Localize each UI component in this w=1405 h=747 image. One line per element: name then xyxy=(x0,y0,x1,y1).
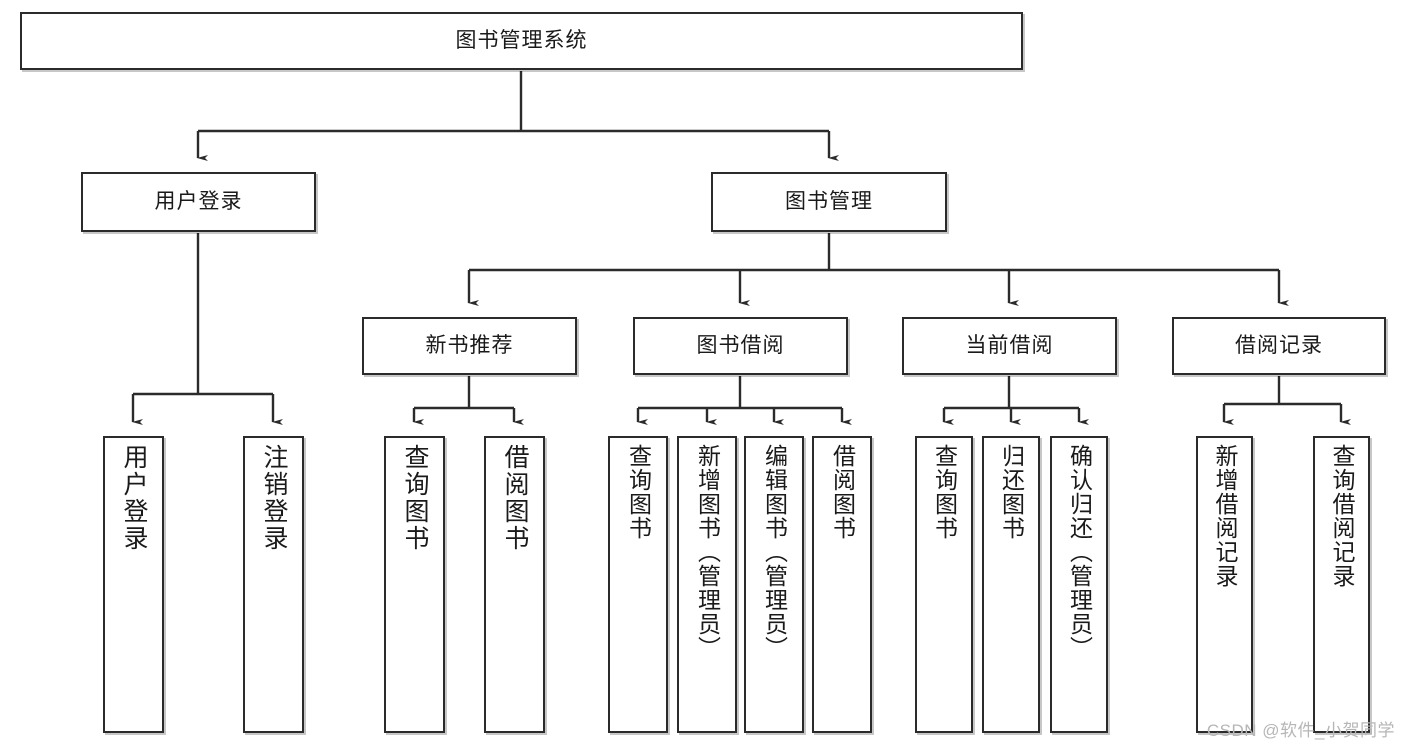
leaf-query-book-2[interactable]: 查询图书 xyxy=(608,436,668,733)
leaf-user-login-label: 用户登录 xyxy=(120,444,148,552)
node-borrow-record-label: 借阅记录 xyxy=(1235,333,1323,357)
leaf-return-book-label: 归还图书 xyxy=(998,444,1025,540)
leaf-confirm-return-admin-label: 确认归还（管理员） xyxy=(1066,444,1093,660)
leaf-borrow-book-2-label: 借阅图书 xyxy=(829,444,856,540)
node-user-login-label: 用户登录 xyxy=(154,189,243,213)
leaf-borrow-book-1[interactable]: 借阅图书 xyxy=(484,436,545,733)
leaf-query-borrow-record-label: 查询借阅记录 xyxy=(1329,444,1355,588)
node-book-borrow-label: 图书借阅 xyxy=(696,333,785,357)
node-book-manage-label: 图书管理 xyxy=(785,189,873,213)
leaf-borrow-book-2[interactable]: 借阅图书 xyxy=(812,436,872,733)
leaf-query-book-1-label: 查询图书 xyxy=(401,444,429,552)
node-current-borrow-label: 当前借阅 xyxy=(965,333,1054,357)
node-new-book-recommend[interactable]: 新书推荐 xyxy=(362,317,577,375)
leaf-query-book-3-label: 查询图书 xyxy=(931,444,958,540)
node-root-label: 图书管理系统 xyxy=(455,28,588,52)
leaf-confirm-return-admin[interactable]: 确认归还（管理员） xyxy=(1050,436,1108,733)
node-borrow-record[interactable]: 借阅记录 xyxy=(1172,317,1386,375)
leaf-query-borrow-record[interactable]: 查询借阅记录 xyxy=(1313,436,1370,733)
leaf-edit-book-admin-label: 编辑图书（管理员） xyxy=(761,444,788,660)
watermark: CSDN @软件_小贺同学 xyxy=(1206,721,1395,740)
node-book-manage[interactable]: 图书管理 xyxy=(711,172,947,232)
leaf-logout-login[interactable]: 注销登录 xyxy=(243,436,304,733)
node-user-login[interactable]: 用户登录 xyxy=(81,172,316,232)
leaf-query-book-3[interactable]: 查询图书 xyxy=(915,436,973,733)
leaf-add-borrow-record-label: 新增借阅记录 xyxy=(1212,444,1238,588)
leaf-add-book-admin[interactable]: 新增图书（管理员） xyxy=(677,436,737,733)
leaf-edit-book-admin[interactable]: 编辑图书（管理员） xyxy=(744,436,804,733)
leaf-user-login[interactable]: 用户登录 xyxy=(103,436,164,733)
leaf-return-book[interactable]: 归还图书 xyxy=(982,436,1040,733)
leaf-query-book-2-label: 查询图书 xyxy=(625,444,652,540)
leaf-logout-login-label: 注销登录 xyxy=(260,444,288,552)
node-book-borrow[interactable]: 图书借阅 xyxy=(633,317,848,375)
leaf-add-book-admin-label: 新增图书（管理员） xyxy=(694,444,721,660)
leaf-add-borrow-record[interactable]: 新增借阅记录 xyxy=(1196,436,1253,733)
node-root[interactable]: 图书管理系统 xyxy=(20,12,1023,70)
leaf-query-book-1[interactable]: 查询图书 xyxy=(384,436,445,733)
leaf-borrow-book-1-label: 借阅图书 xyxy=(501,444,529,552)
node-new-book-recommend-label: 新书推荐 xyxy=(425,333,514,357)
node-current-borrow[interactable]: 当前借阅 xyxy=(902,317,1117,375)
